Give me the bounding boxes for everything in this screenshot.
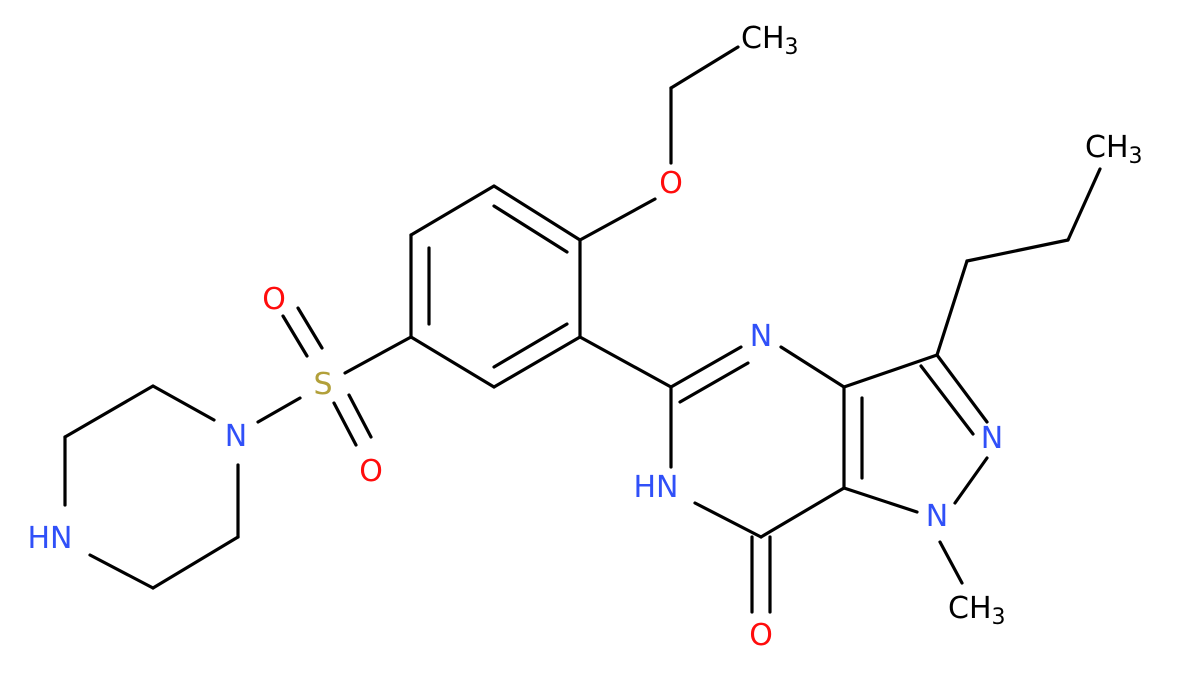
bond-aryl-pyrimidine	[578, 335, 673, 389]
atom-propyl-ch3: CH3	[1085, 130, 1143, 169]
bond-ethyl	[669, 45, 740, 90]
atom-piperazine-nitrogen: N	[225, 419, 247, 454]
bond-benzene-1-inner	[492, 204, 569, 254]
atom-sulfonyl-oxygen-top: O	[262, 282, 286, 317]
atom-ether-oxygen: O	[659, 166, 683, 201]
bond-propyl-2	[965, 238, 1070, 263]
bond-pyrazole-n2-n1	[953, 456, 989, 505]
bond-pyrimidine-co-nh	[693, 501, 763, 539]
bond-pyrimidine-n-c	[779, 345, 846, 389]
bond-pyrimidine-c-n-inner	[678, 361, 750, 404]
bond-pyrazole-c3-n2-inner	[919, 364, 975, 436]
bond-s-n	[256, 396, 302, 424]
bond-piperazine-2	[63, 384, 155, 439]
atom-pyrazole-nitrogen-1: N	[926, 499, 948, 534]
bond-benzene-4	[409, 335, 496, 389]
bond-s-o-top-a	[281, 314, 309, 358]
atom-carbonyl-oxygen: O	[749, 618, 773, 653]
bond-piperazine-4	[88, 553, 155, 590]
atom-pyrimidine-nitrogen: N	[750, 319, 772, 354]
bond-aryl-s	[343, 335, 413, 375]
bond-pyrimidine-c-co	[759, 486, 846, 539]
bond-o-aryl	[578, 197, 657, 242]
bond-piperazine-1	[151, 384, 216, 422]
bond-s-o-bottom-b	[347, 393, 373, 439]
bond-propyl-1	[935, 259, 969, 357]
bond-benzene-5-inner	[492, 322, 569, 369]
atom-pyrazole-nitrogen-2: N	[981, 421, 1003, 456]
atom-pyrimidine-nh: HN	[634, 470, 679, 505]
bond-s-o-top-b	[296, 306, 324, 350]
bond-pyrazole-c3-n2	[935, 353, 989, 424]
bond-benzene-2	[409, 184, 496, 237]
atom-piperazine-nh: HN	[28, 521, 73, 556]
atom-n-methyl-ch3: CH3	[948, 591, 1006, 630]
bond-piperazine-5	[151, 535, 240, 590]
bond-pyrimidine-c-n	[669, 345, 743, 389]
atom-sulfonyl-oxygen-bottom: O	[359, 454, 383, 489]
bond-pyrazole-c-c3	[842, 353, 939, 389]
bond-pyrazole-n1-c	[842, 486, 919, 514]
atom-sulfur: S	[313, 367, 332, 402]
bond-n-methyl	[938, 540, 964, 585]
bond-benzene-5	[492, 335, 582, 389]
bond-s-o-bottom-a	[332, 401, 358, 447]
atom-ethyl-ch3: CH3	[741, 21, 799, 60]
bond-benzene-1	[492, 184, 582, 242]
bond-propyl-3	[1066, 167, 1102, 242]
